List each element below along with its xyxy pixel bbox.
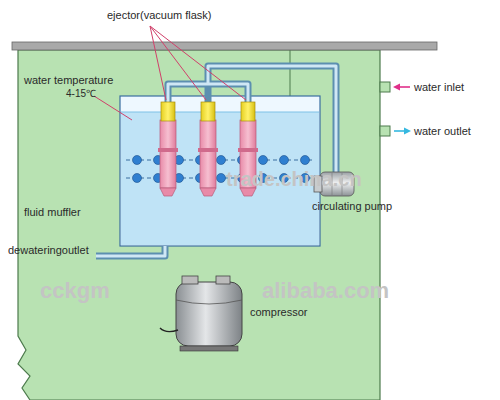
pipes bbox=[96, 66, 336, 256]
leader-lines bbox=[94, 26, 246, 120]
inlet-arrowhead bbox=[393, 84, 400, 91]
inlet-stub bbox=[380, 82, 390, 92]
callout-label: ejector(vacuum flask) bbox=[107, 9, 212, 22]
coil-tube bbox=[217, 156, 226, 165]
coil-tube bbox=[259, 156, 268, 165]
outlet-stub bbox=[380, 126, 390, 136]
part-label: circulating pump bbox=[312, 200, 392, 213]
callout-value: 4-15℃ bbox=[66, 88, 96, 100]
part-label: fluid muffler bbox=[24, 206, 81, 219]
housing bbox=[18, 50, 380, 400]
port-label: water inlet bbox=[414, 81, 464, 94]
part-label: compressor bbox=[250, 306, 307, 319]
ejector bbox=[198, 102, 218, 196]
ejector bbox=[158, 102, 178, 196]
top-cover bbox=[12, 42, 437, 50]
watermark: cckgm bbox=[40, 278, 110, 303]
watermark: trade.china.cn bbox=[226, 168, 362, 191]
coil-tube bbox=[133, 156, 142, 165]
coil-tube bbox=[280, 156, 289, 165]
compressor-symbol bbox=[160, 276, 242, 351]
coil-tube bbox=[301, 156, 310, 165]
port-label: water outlet bbox=[414, 125, 471, 138]
callout-label: water temperature bbox=[24, 74, 113, 87]
part-label: dewateringoutlet bbox=[8, 244, 89, 257]
outlet-arrowhead bbox=[404, 128, 411, 135]
watermark: alibaba.com bbox=[262, 278, 389, 303]
pipe-highlight bbox=[96, 66, 336, 256]
water-surface bbox=[121, 112, 319, 113]
coil-tube bbox=[133, 174, 142, 183]
coil-tube bbox=[217, 174, 226, 183]
